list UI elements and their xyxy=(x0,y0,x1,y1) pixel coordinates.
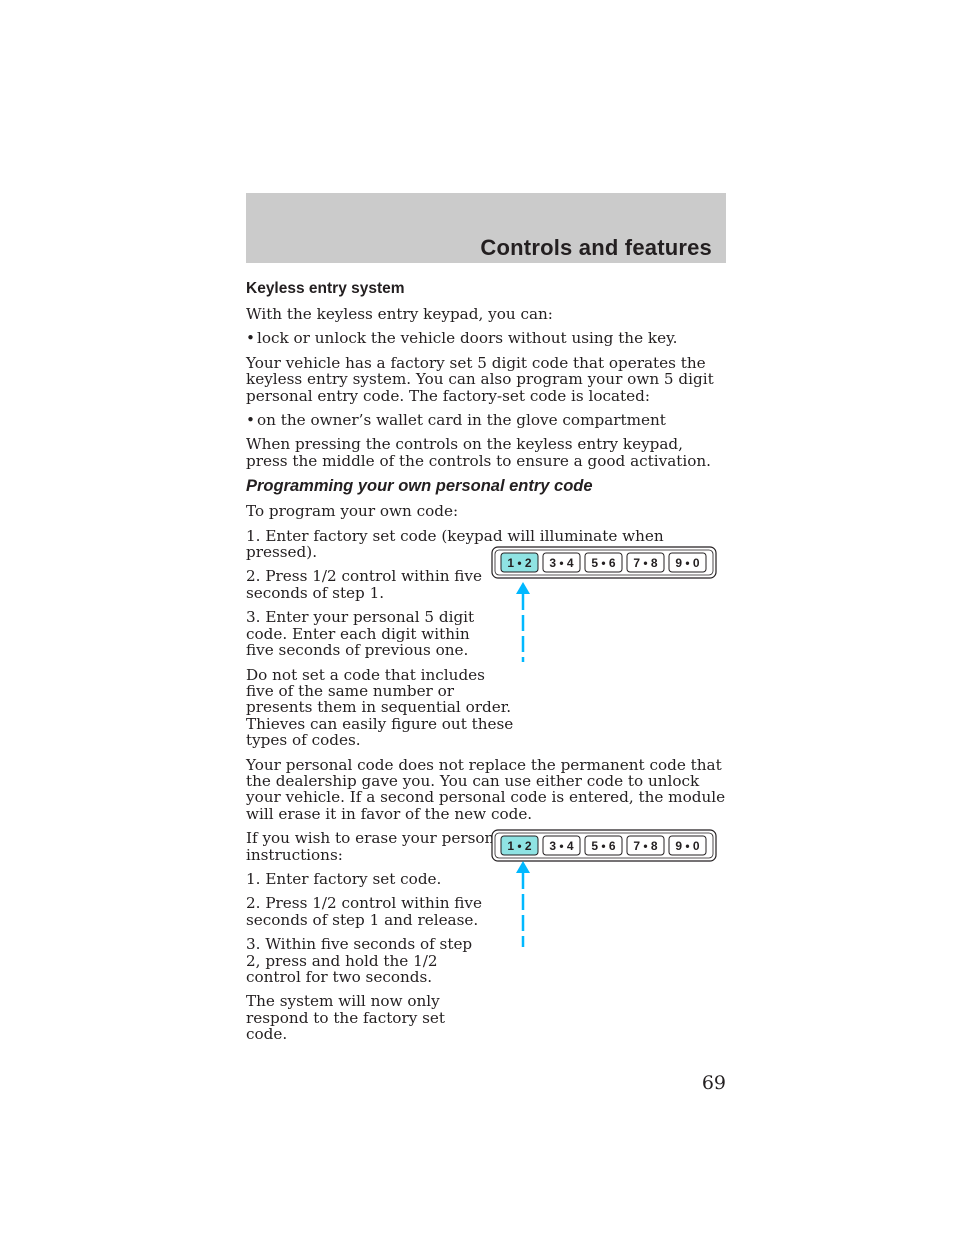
step-text: 2. Press 1/2 control within five seconds… xyxy=(246,894,482,929)
keypad-button xyxy=(584,835,623,856)
keypad-button xyxy=(542,552,581,573)
keypad-illustration: 1 • 2 3 • 4 5 • 6 7 • 8 9 • 0 xyxy=(491,546,717,579)
keypad-illustration: 1 • 2 3 • 4 5 • 6 7 • 8 9 • 0 xyxy=(491,829,717,862)
paragraph: To program your own code: xyxy=(246,502,459,521)
pointer-arrow-icon xyxy=(516,861,530,947)
heading-programming: Programming your own personal entry code xyxy=(246,477,593,496)
keypad-button-label: 5 • 6 xyxy=(591,839,616,853)
arrow-head xyxy=(516,861,530,873)
keypad-button xyxy=(626,835,665,856)
keypad-button xyxy=(542,835,581,856)
keypad-keys: 1 • 2 3 • 4 5 • 6 7 • 8 9 • 0 xyxy=(500,552,707,573)
keypad-button-label: 9 • 0 xyxy=(675,556,700,570)
bullet-item: • lock or unlock the vehicle doors witho… xyxy=(246,329,726,348)
keypad-inner-frame xyxy=(494,549,714,576)
keypad-button-label: 7 • 8 xyxy=(633,556,658,570)
step-text: 1. Enter factory set code. xyxy=(246,869,442,888)
intro-text: With the keyless entry keypad, you can: xyxy=(246,305,553,323)
bullet-item: • on the owner’s wallet card in the glov… xyxy=(246,411,726,430)
keypad-button-label: 7 • 8 xyxy=(633,839,658,853)
keypad-button-label: 3 • 4 xyxy=(549,839,574,853)
keypad-button xyxy=(500,835,539,856)
bullet-icon: • xyxy=(246,329,255,348)
heading-keyless-entry: Keyless entry system xyxy=(246,280,405,297)
pointer-arrow-icon xyxy=(516,582,530,662)
warning-text: Do not set a code that includes five of … xyxy=(246,665,514,750)
step-text: 3. Enter your personal 5 digit code. Ent… xyxy=(246,608,475,660)
bullet-text: on the owner’s wallet card in the glove … xyxy=(257,411,666,430)
keypad-button-label: 1 • 2 xyxy=(507,839,532,853)
keypad-keys: 1 • 2 3 • 4 5 • 6 7 • 8 9 • 0 xyxy=(500,835,707,856)
keypad-button xyxy=(584,552,623,573)
keypad-button xyxy=(668,835,707,856)
step-text: The system will now only respond to the … xyxy=(246,992,445,1044)
keypad-button xyxy=(500,552,539,573)
keypad-button-label: 3 • 4 xyxy=(549,556,574,570)
page-number: 69 xyxy=(701,1072,726,1094)
step-text: 3. Within five seconds of step 2, press … xyxy=(246,935,473,986)
bullet-icon: • xyxy=(246,411,255,430)
keypad-button xyxy=(626,552,665,573)
keypad-button-label: 1 • 2 xyxy=(507,556,532,570)
paragraph: Your personal code does not replace the … xyxy=(246,755,726,823)
bullet-text: lock or unlock the vehicle doors without… xyxy=(257,329,678,348)
keypad-inner-frame xyxy=(494,832,714,859)
keypad-button-label: 5 • 6 xyxy=(591,556,616,570)
step-text: 1. Enter factory set code (keypad will i… xyxy=(246,526,664,562)
arrow-head xyxy=(516,582,530,594)
paragraph: Your vehicle has a factory set 5 digit c… xyxy=(246,353,714,405)
page-content: Keyless entry system With the keyless en… xyxy=(246,280,726,1051)
section-title: Controls and features xyxy=(480,235,712,260)
keypad-button xyxy=(668,552,707,573)
section-header-band: Controls and features xyxy=(246,193,726,263)
keypad-button-label: 9 • 0 xyxy=(675,839,700,853)
step-text: 2. Press 1/2 control within five seconds… xyxy=(246,567,482,602)
paragraph: When pressing the controls on the keyles… xyxy=(246,435,711,470)
